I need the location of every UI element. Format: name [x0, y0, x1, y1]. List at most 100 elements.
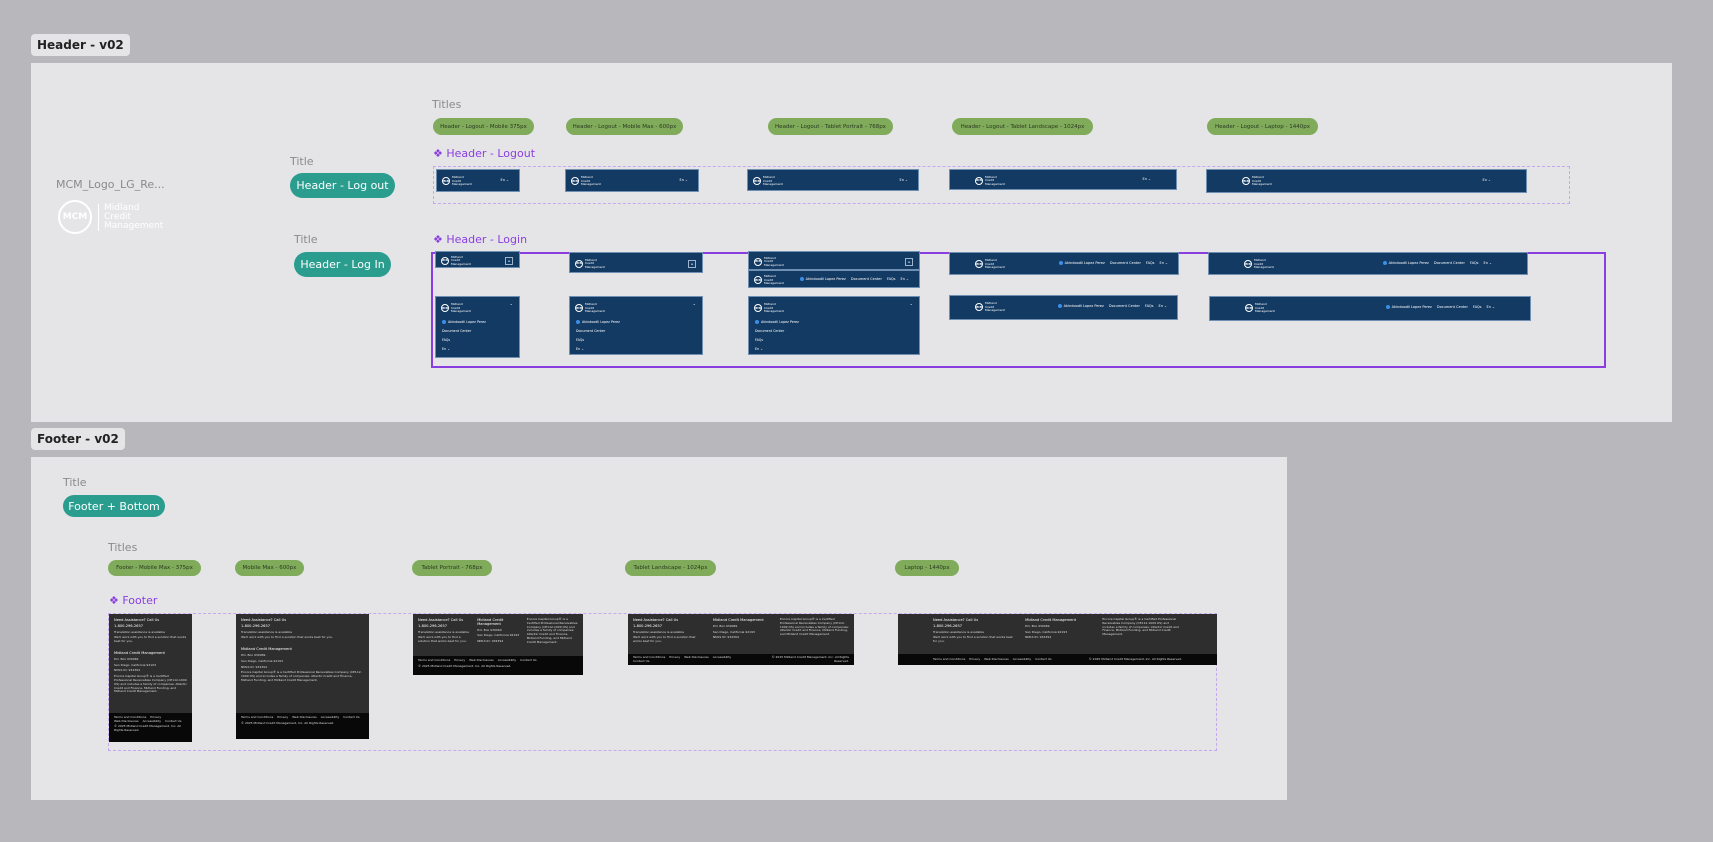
nav-user-link[interactable]: Akindoodli Lopez Perez [1057, 303, 1104, 308]
nav-user-link[interactable]: Akindoodli Lopez Perez [799, 276, 846, 281]
footer-link[interactable]: Accessibility [712, 654, 732, 659]
language-selector[interactable]: En ⌄ [679, 177, 688, 182]
footer-link[interactable]: Privacy [669, 654, 681, 659]
language-selector[interactable]: En ⌄ [900, 276, 909, 281]
frame-label-header[interactable]: Header - v02 [31, 34, 130, 56]
breakpoint-pill[interactable]: Header - Logout - Tablet Portrait - 768p… [768, 118, 893, 135]
nav-document-center[interactable]: Document Center [1436, 304, 1468, 309]
close-menu-icon[interactable]: ⌃ [509, 303, 513, 308]
phone-link[interactable]: 1-800-296-2657 [633, 623, 663, 628]
nav-faqs[interactable]: FAQs [576, 338, 585, 342]
language-selector[interactable]: En ⌄ [1159, 260, 1168, 265]
footer-link[interactable]: Accessibility [320, 715, 340, 719]
nav-user-link[interactable]: Akindoodli Lopez Perez [442, 320, 486, 324]
phone-link[interactable]: 1-800-296-2657 [114, 623, 144, 628]
footer-link[interactable]: Web Disclosures [984, 656, 1009, 661]
hamburger-icon[interactable]: ≡ [505, 256, 513, 265]
footer-link[interactable]: Privacy [969, 656, 981, 661]
footer-link[interactable]: Terms and Conditions [114, 715, 147, 719]
breakpoint-pill[interactable]: Tablet Landscape - 1024px [625, 560, 716, 576]
footer-link[interactable]: Terms and Conditions [933, 656, 966, 661]
language-selector[interactable]: En ⌄ [576, 347, 584, 351]
nav-user-link[interactable]: Akindoodli Lopez Perez [755, 320, 799, 324]
close-menu-icon[interactable]: ⌃ [692, 303, 696, 308]
footer-link[interactable]: Terms and Conditions [633, 654, 666, 659]
phone-link[interactable]: 1-800-296-2657 [933, 623, 963, 628]
title-pill-footer[interactable]: Footer + Bottom [63, 495, 165, 517]
breakpoint-pill[interactable]: Tablet Portrait - 768px [412, 560, 492, 576]
footer-link[interactable]: Web Disclosures [292, 715, 317, 719]
footer-link[interactable]: Contact Us [633, 658, 650, 663]
close-menu-icon[interactable]: ⌃ [909, 303, 913, 308]
nav-faqs[interactable]: FAQs [1469, 260, 1479, 265]
breakpoint-pill[interactable]: Header - Logout - Mobile 375px [433, 118, 534, 135]
breakpoint-pill[interactable]: Header - Logout - Tablet Landscape - 102… [952, 118, 1093, 135]
breakpoint-pill[interactable]: Laptop - 1440px [895, 560, 959, 576]
nav-document-center[interactable]: Document Center [442, 329, 472, 333]
nav-document-center[interactable]: Document Center [576, 329, 606, 333]
language-selector[interactable]: En ⌄ [500, 177, 509, 182]
footer-link[interactable]: Contact Us [1035, 656, 1052, 661]
footer-link[interactable]: Accessibility [142, 718, 162, 723]
nav-faqs[interactable]: FAQs [1145, 260, 1155, 265]
language-selector[interactable]: En ⌄ [899, 177, 908, 182]
title-pill-header-login[interactable]: Header - Log In [294, 252, 391, 277]
language-selector[interactable]: En ⌄ [1483, 260, 1492, 265]
language-selector[interactable]: En ⌄ [1158, 303, 1167, 308]
footer-link[interactable]: Contact Us [343, 715, 360, 719]
title-pill-header-logout[interactable]: Header - Log out [290, 173, 395, 198]
footer-link[interactable]: Web Disclosures [469, 658, 494, 662]
nav-user-link[interactable]: Akindoodli Lopez Perez [1058, 260, 1105, 265]
breakpoint-pill[interactable]: Header - Logout - Laptop - 1440px [1207, 118, 1318, 135]
footer-link[interactable]: Accessibility [1012, 656, 1032, 661]
hamburger-icon[interactable]: ≡ [905, 257, 913, 266]
component-header-login[interactable]: ❖ Header - Login [433, 233, 528, 246]
breakpoint-pill[interactable]: Mobile Max - 600px [235, 560, 304, 576]
nav-faqs[interactable]: FAQs [886, 276, 896, 281]
nav-document-center[interactable]: Document Center [1109, 260, 1141, 265]
language-selector[interactable]: En ⌄ [442, 347, 450, 351]
footer-link[interactable]: Accessibility [497, 658, 517, 662]
nav-document-center[interactable]: Document Center [1108, 303, 1140, 308]
nav-faqs[interactable]: FAQs [1472, 304, 1482, 309]
phone-link[interactable]: 1-800-296-2657 [418, 623, 448, 628]
breakpoint-pill[interactable]: Footer - Mobile Max - 375px [108, 560, 201, 576]
footer-link[interactable]: Privacy [150, 715, 162, 719]
frame-label-footer[interactable]: Footer - v02 [31, 428, 125, 450]
footer-link[interactable]: Privacy [454, 658, 466, 662]
footer-link[interactable]: Web Disclosures [684, 654, 709, 659]
nav-user-link[interactable]: Akindoodli Lopez Perez [1382, 260, 1429, 265]
language-selector[interactable]: En ⌄ [755, 347, 763, 351]
footer-link[interactable]: Web Disclosures [114, 718, 139, 723]
nav-faqs[interactable]: FAQs [442, 338, 451, 342]
language-selector[interactable]: En ⌄ [1142, 177, 1151, 181]
footer-link[interactable]: Contact Us [165, 718, 182, 723]
footer-link[interactable]: Privacy [277, 715, 289, 719]
mcm-logo[interactable]: MCM Midland Credit Management [58, 200, 163, 234]
